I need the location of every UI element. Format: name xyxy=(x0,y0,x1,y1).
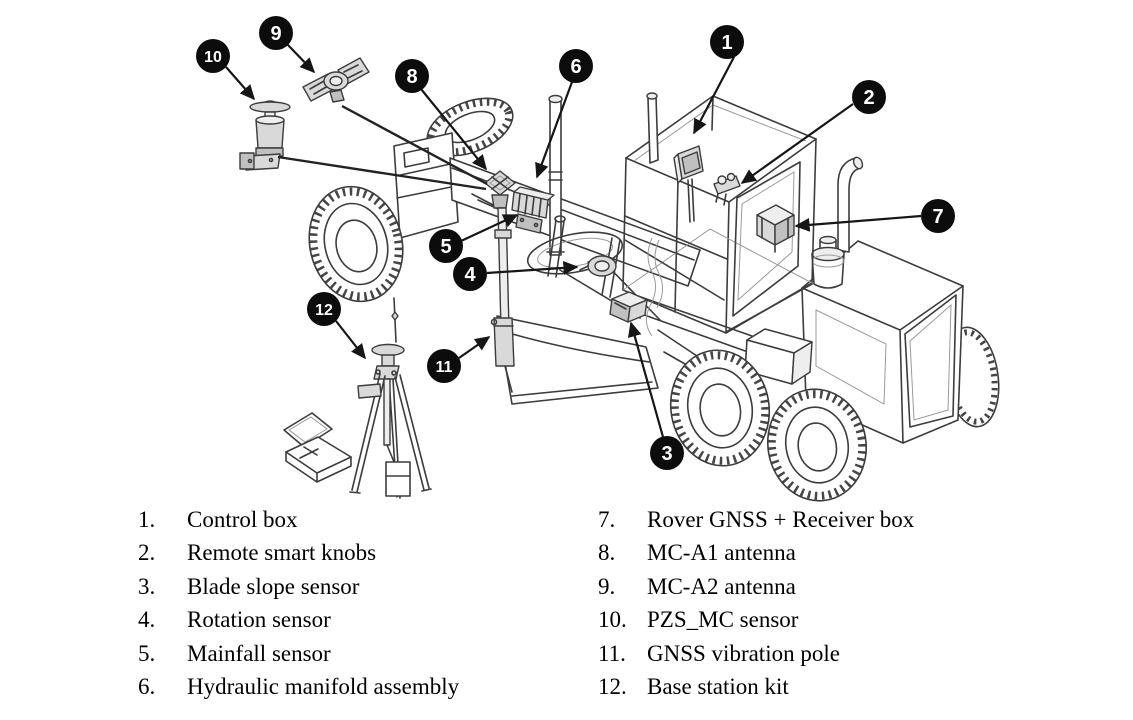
legend-item-number: 8. xyxy=(598,540,616,566)
legend-item-number: 2. xyxy=(138,540,156,566)
callout-badge xyxy=(429,229,463,263)
legend-item-number: 10. xyxy=(598,607,627,633)
callout-badge xyxy=(710,25,744,59)
callout-badge xyxy=(852,80,886,114)
callout-badge xyxy=(453,257,487,291)
mc-a2-antenna-device xyxy=(302,57,370,103)
exhaust-stack-front xyxy=(546,94,565,256)
svg-text:3: 3 xyxy=(661,443,672,465)
callout-4: 4 xyxy=(453,257,579,291)
legend-item-number: 5. xyxy=(138,640,156,666)
callout-6: 6 xyxy=(535,49,593,179)
legend-item-10: 10. PZS_MC sensor xyxy=(598,603,1098,636)
callout-badge xyxy=(427,349,461,383)
legend-item-label: GNSS vibration pole xyxy=(647,640,840,666)
svg-text:5: 5 xyxy=(440,236,451,258)
legend-item-4: 4. Rotation sensor xyxy=(138,603,568,636)
callout-7: 7 xyxy=(794,199,955,233)
callout-5: 5 xyxy=(429,214,519,263)
callout-badge xyxy=(559,49,593,83)
legend-item-number: 1. xyxy=(138,507,156,532)
legend-item-label: Mainfall sensor xyxy=(187,640,331,666)
legend-item-label: Blade slope sensor xyxy=(187,573,360,599)
svg-text:12: 12 xyxy=(315,302,333,319)
legend-item-11: 11. GNSS vibration pole xyxy=(598,637,1098,670)
legend-item-8: 8. MC-A1 antenna xyxy=(598,536,1098,569)
blade-slope-sensor-device xyxy=(609,291,648,323)
front-wheel xyxy=(308,185,404,303)
callout-9: 9 xyxy=(259,16,316,74)
smart-knobs-device xyxy=(713,172,741,206)
callout-12: 12 xyxy=(307,292,366,360)
legend-item-number: 4. xyxy=(138,607,156,633)
callout-3: 3 xyxy=(627,321,684,470)
receiver-box-device xyxy=(756,204,795,253)
pzs-mc-sensor-device xyxy=(239,100,291,171)
legend-item-6: 6. Hydraulic manifold assembly xyxy=(138,670,568,703)
legend-item-label: Base station kit xyxy=(647,674,789,700)
legend-item-number: 7. xyxy=(598,507,616,532)
svg-text:4: 4 xyxy=(464,264,476,286)
callout-11: 11 xyxy=(427,336,491,383)
svg-text:7: 7 xyxy=(932,206,943,228)
legend-item-number: 11. xyxy=(598,640,626,666)
callout-badge xyxy=(650,436,684,470)
legend-item-1: 1. Control box xyxy=(138,503,568,536)
legend-item-label: Control box xyxy=(187,507,298,532)
base-station-group xyxy=(283,297,432,499)
callout-badge xyxy=(921,199,955,233)
callout-8: 8 xyxy=(395,59,487,171)
engine-housing xyxy=(725,156,964,444)
svg-text:10: 10 xyxy=(204,49,222,66)
manifold-device xyxy=(511,186,555,219)
legend-item-number: 9. xyxy=(598,573,616,599)
legend-item-label: Remote smart knobs xyxy=(187,540,377,566)
callout-badge xyxy=(307,292,341,326)
legend-item-3: 3. Blade slope sensor xyxy=(138,570,568,603)
legend-item-label: PZS_MC sensor xyxy=(647,607,799,633)
legend-item-5: 5. Mainfall sensor xyxy=(138,637,568,670)
legend-item-7: 7. Rover GNSS + Receiver box xyxy=(598,503,1098,536)
legend-item-9: 9. MC-A2 antenna xyxy=(598,570,1098,603)
rotation-sensor-device xyxy=(579,255,617,277)
leader-lines xyxy=(277,104,488,191)
legend-item-12: 12. Base station kit xyxy=(598,670,1098,703)
legend-item-label: Hydraulic manifold assembly xyxy=(187,674,460,700)
legend-item-label: MC-A2 antenna xyxy=(647,573,796,599)
svg-text:9: 9 xyxy=(270,23,281,45)
grader-diagram: 1 2 3 4 5 xyxy=(196,16,1000,502)
legend-item-label: MC-A1 antenna xyxy=(647,540,796,566)
svg-text:2: 2 xyxy=(863,87,874,109)
mc-a1-antenna-device xyxy=(484,170,516,209)
callout-badge xyxy=(259,16,293,50)
legend-item-number: 12. xyxy=(598,674,627,700)
laptop-case xyxy=(283,412,352,483)
callout-2: 2 xyxy=(740,80,886,184)
callout-10: 10 xyxy=(196,39,256,101)
legend-column-left: 1. Control box 2. Remote smart knobs 3. … xyxy=(138,503,568,703)
legend-item-number: 6. xyxy=(138,674,156,700)
legend-item-label: Rover GNSS + Receiver box xyxy=(647,507,915,532)
callout-badge xyxy=(196,39,230,73)
control-box-device xyxy=(673,145,704,223)
vibration-pole-device xyxy=(490,207,515,393)
legend-column-right: 7. Rover GNSS + Receiver box 8. MC-A1 an… xyxy=(598,503,1098,703)
svg-text:6: 6 xyxy=(570,56,581,78)
callout-badge xyxy=(395,59,429,93)
cab xyxy=(622,92,817,337)
svg-text:11: 11 xyxy=(436,359,453,376)
svg-text:8: 8 xyxy=(406,66,417,88)
legend-item-label: Rotation sensor xyxy=(187,607,331,633)
callout-1: 1 xyxy=(693,25,744,135)
tandem-wheels xyxy=(669,349,868,502)
svg-text:1: 1 xyxy=(721,32,732,54)
legend-item-number: 3. xyxy=(138,573,156,599)
legend-item-2: 2. Remote smart knobs xyxy=(138,536,568,569)
callouts: 1 2 3 4 5 xyxy=(196,16,955,470)
machine-grader xyxy=(308,92,1000,502)
